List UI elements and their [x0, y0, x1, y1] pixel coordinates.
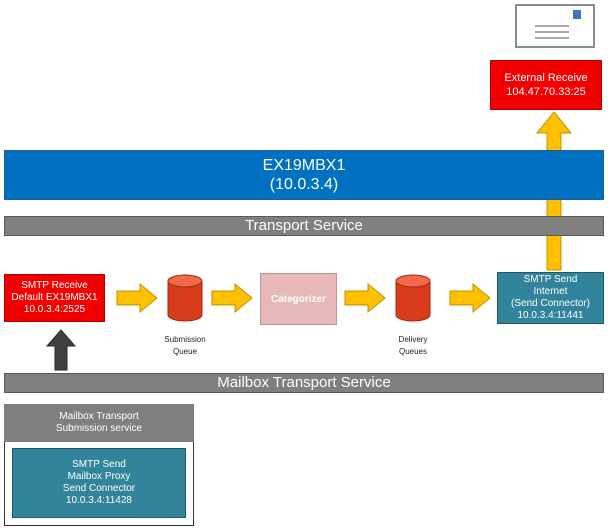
mailbox-submission-title-line2: Submission service: [55, 423, 143, 434]
submission-queue-label: Submission Queue: [150, 334, 220, 358]
submission-queue-label-line1: Submission: [164, 335, 206, 344]
smtp-send-type: (Send Connector): [511, 298, 590, 309]
smtp-receive-connector: Default EX19MBX1: [11, 292, 98, 303]
server-name: EX19MBX1: [262, 157, 346, 174]
transport-service-label: Transport Service: [245, 217, 363, 234]
smtp-send-address: 10.0.3.4:11441: [517, 310, 584, 321]
envelope-icon: [515, 4, 595, 48]
smtp-receive-address: 10.0.3.4:2525: [23, 304, 86, 315]
transport-service-bar: Transport Service: [4, 216, 604, 236]
smtp-send-title: SMTP Send: [523, 274, 578, 285]
proxy-type: Send Connector: [62, 483, 136, 494]
external-receive-box: External Receive 104.47.70.33:25: [490, 60, 602, 110]
arrow-right-icon: [116, 282, 158, 314]
proxy-address: 10.0.3.4:11428: [66, 495, 132, 506]
categorizer-label: Categorizer: [270, 293, 326, 305]
arrow-right-icon: [449, 282, 491, 314]
arrow-right-icon: [211, 282, 253, 314]
smtp-send-internet-box: SMTP Send Internet (Send Connector) 10.0…: [497, 272, 604, 324]
categorizer-box: Categorizer: [260, 273, 337, 325]
mailbox-transport-service-label: Mailbox Transport Service: [217, 374, 391, 391]
queue-cylinder-icon: [167, 274, 203, 322]
smtp-receive-title: SMTP Receive: [21, 280, 88, 291]
external-receive-address: 104.47.70.33:25: [506, 86, 586, 98]
mailbox-transport-service-bar: Mailbox Transport Service: [4, 373, 604, 393]
queue-cylinder-icon: [395, 274, 431, 322]
proxy-title: SMTP Send: [72, 459, 126, 470]
external-receive-label: External Receive: [504, 72, 588, 84]
server-ip: (10.0.3.4): [269, 176, 339, 193]
delivery-queues-label-line2: Queues: [398, 347, 428, 356]
mailbox-submission-header: Mailbox Transport Submission service: [4, 404, 194, 442]
arrow-up-icon: [45, 329, 77, 371]
arrow-right-icon: [344, 282, 386, 314]
server-bar: EX19MBX1 (10.0.3.4): [4, 150, 604, 200]
smtp-receive-box: SMTP Receive Default EX19MBX1 10.0.3.4:2…: [4, 274, 105, 322]
delivery-queues-label-line1: Delivery: [398, 335, 428, 344]
mailbox-submission-title-line1: Mailbox Transport: [59, 411, 139, 422]
delivery-queues-label: Delivery Queues: [378, 334, 448, 358]
smtp-send-connector: Internet: [533, 286, 568, 297]
submission-queue-label-line2: Queue: [172, 347, 198, 356]
smtp-send-mailbox-proxy-box: SMTP Send Mailbox Proxy Send Connector 1…: [12, 448, 186, 518]
proxy-name: Mailbox Proxy: [67, 471, 131, 482]
